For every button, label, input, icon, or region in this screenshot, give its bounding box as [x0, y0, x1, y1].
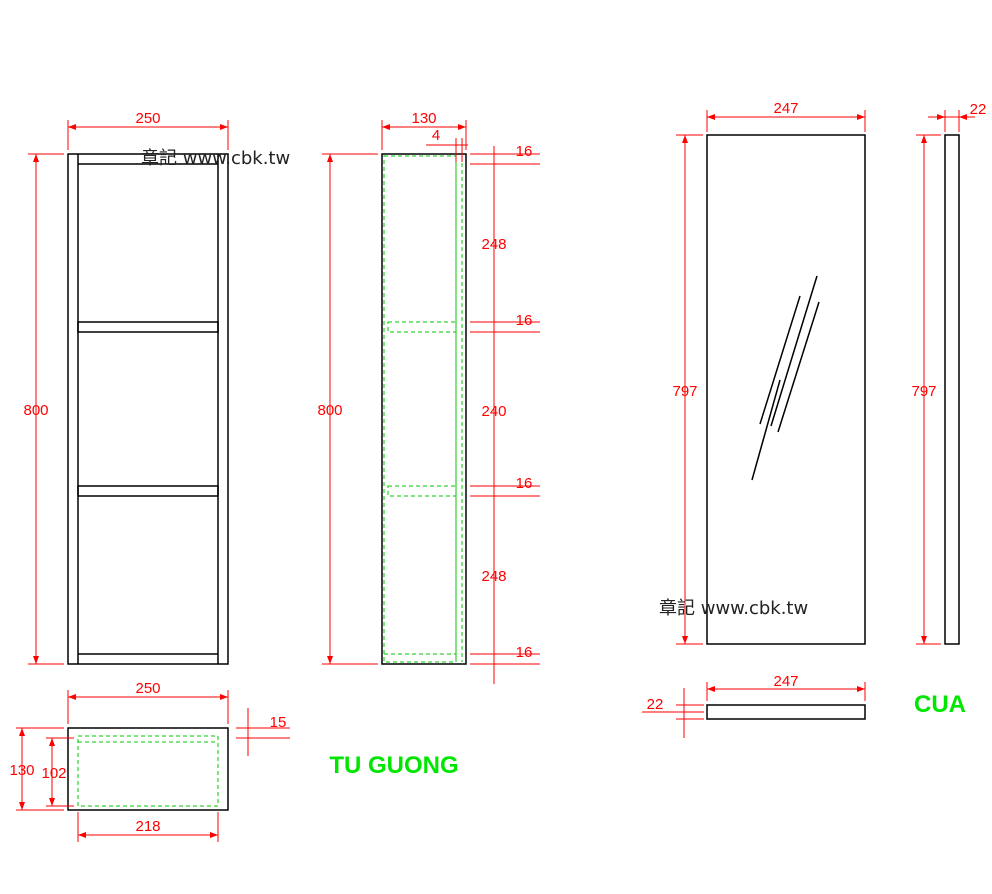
top-view: 250 15 130 102 218	[9, 680, 290, 842]
top-thickness-label: 15	[270, 714, 287, 731]
top-width-label: 250	[135, 680, 160, 697]
door-width-label: 247	[773, 100, 798, 117]
seg-label-4: 240	[481, 403, 506, 420]
seg-label-2: 248	[481, 236, 506, 253]
shelf-2	[77, 485, 219, 497]
watermark-bottom: 章記 www.cbk.tw	[659, 598, 808, 619]
side-view: 130 4 800 16 248 16 240 16 248 16	[317, 110, 540, 684]
top-inner-depth-label: 102	[41, 765, 66, 782]
shelf-1	[77, 321, 219, 333]
door-top-outline	[706, 704, 866, 720]
side-back-label: 4	[432, 127, 440, 144]
cabinet-outline	[67, 153, 229, 665]
top-inner-width-label: 218	[135, 818, 160, 835]
door-title: CUA	[914, 691, 966, 718]
seg-label-1: 16	[516, 143, 533, 160]
seg-label-6: 248	[481, 568, 506, 585]
door-top-thickness-label: 22	[647, 696, 664, 713]
cabinet-title: TU GUONG	[329, 752, 458, 779]
front-view: 250 800	[23, 110, 229, 665]
door-top-width-label: 247	[773, 673, 798, 690]
door-side-height-label: 797	[911, 383, 936, 400]
watermark-top: 章記 www.cbk.tw	[141, 148, 290, 169]
side-height-label: 800	[317, 402, 342, 419]
door-front-view: 247 797	[672, 100, 866, 645]
side-outline	[381, 153, 467, 665]
top-outline	[67, 727, 229, 811]
top-depth-label: 130	[9, 762, 34, 779]
front-width-label: 250	[135, 110, 160, 127]
side-width-label: 130	[411, 110, 436, 127]
door-side-outline	[944, 134, 960, 645]
door-side-view: 22 797	[911, 101, 987, 645]
seg-label-3: 16	[516, 312, 533, 329]
side-shelf-2	[387, 485, 457, 497]
door-side-thickness-label: 22	[970, 101, 987, 118]
door-outline	[706, 134, 866, 645]
side-shelf-1	[387, 321, 457, 333]
seg-label-7: 16	[516, 644, 533, 661]
glass-reflection-marks	[751, 275, 820, 481]
door-top-view: 247 22	[642, 673, 866, 738]
door-height-label: 797	[672, 383, 697, 400]
seg-label-5: 16	[516, 475, 533, 492]
front-height-label: 800	[23, 402, 48, 419]
